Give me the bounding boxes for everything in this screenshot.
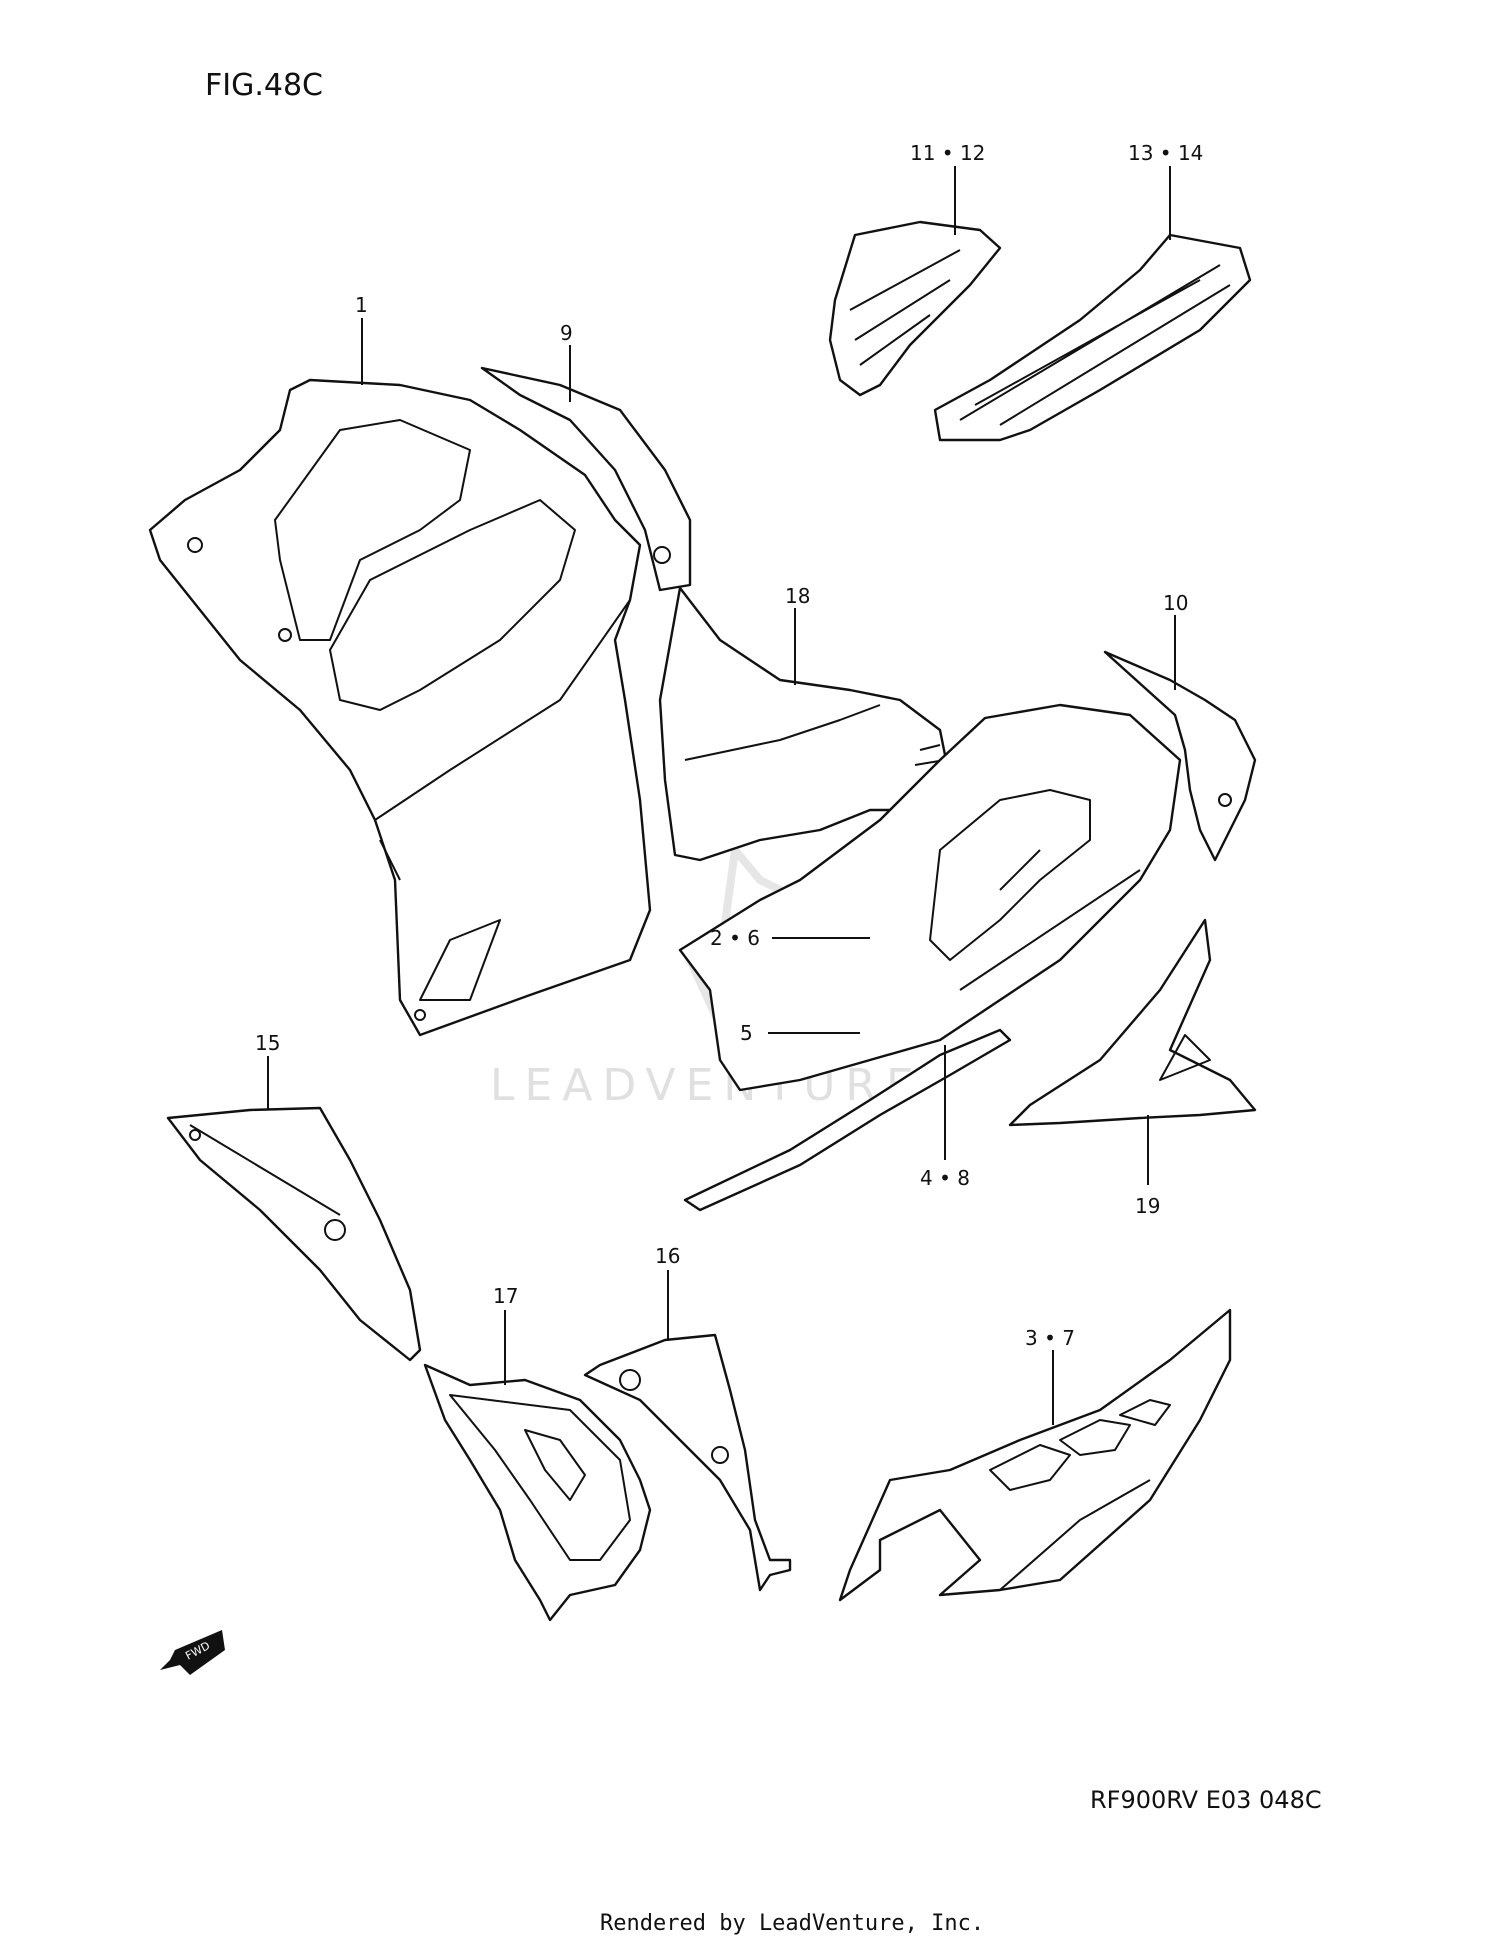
footer-credit: Rendered by LeadVenture, Inc. (600, 1911, 984, 1936)
callout-5: 5 (740, 1021, 753, 1045)
part-16-inner-cover[interactable] (583, 1333, 792, 1592)
callout-10: 10 (1163, 591, 1188, 615)
callout-4-8: 4 • 8 (920, 1166, 970, 1190)
callout-2-6: 2 • 6 (710, 926, 760, 950)
callout-13-14: 13 • 14 (1128, 141, 1203, 165)
part-9-trim-strip[interactable] (480, 366, 692, 592)
part-11-12-vent-grille[interactable] (828, 220, 1002, 397)
fwd-arrow-icon: FWD (160, 1630, 225, 1675)
part-19-lower-panel[interactable] (1008, 918, 1257, 1127)
callout-19: 19 (1135, 1194, 1160, 1218)
part-10-bracket-panel[interactable] (1103, 650, 1257, 862)
part-3-7-decal-panel[interactable] (838, 1308, 1232, 1602)
figure-title: FIG.48C (205, 68, 323, 103)
part-18-inner-panel[interactable] (658, 586, 952, 862)
callout-9: 9 (560, 321, 573, 345)
part-1-side-cowling[interactable] (148, 378, 652, 1037)
callout-18: 18 (785, 584, 810, 608)
callout-11-12: 11 • 12 (910, 141, 985, 165)
callout-15: 15 (255, 1031, 280, 1055)
part-2-6-lower-cowling[interactable] (678, 703, 1182, 1092)
part-15-side-piece[interactable] (166, 1106, 422, 1362)
callout-16: 16 (655, 1244, 680, 1268)
part-4-8-lower-trim[interactable] (683, 1028, 1012, 1212)
part-13-14-vent-grille[interactable] (933, 233, 1252, 442)
callout-17: 17 (493, 1284, 518, 1308)
callout-3-7: 3 • 7 (1025, 1326, 1075, 1350)
part-17-intake-duct[interactable] (423, 1363, 652, 1622)
drawing-code: RF900RV E03 048C (1090, 1786, 1322, 1814)
watermark-text: LEADVENTURE (490, 1060, 924, 1111)
callout-1: 1 (355, 293, 368, 317)
